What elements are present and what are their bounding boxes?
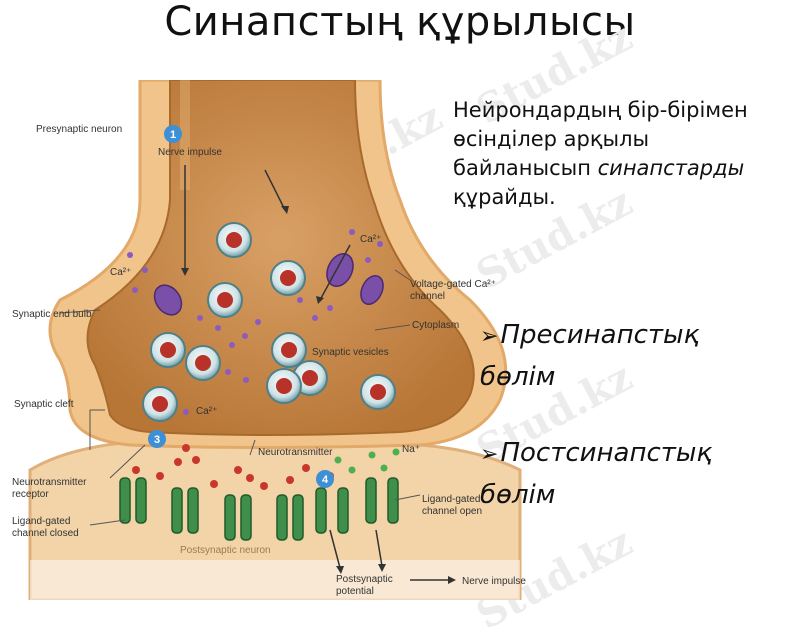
bullet-line: бөлім [480, 480, 556, 510]
synapse-diagram: 1 3 4 Presynaptic neuron Nerve impulse C… [0, 78, 560, 602]
description-line: өсінділер арқылы [453, 127, 650, 151]
description-italic: синапстарды [597, 156, 745, 180]
description-text: Нейрондардың бір-бірімен өсінділер арқыл… [453, 96, 800, 212]
neurotransmitters [132, 444, 334, 490]
label-neurotransmitter: Neurotransmitter [258, 447, 333, 458]
step-3: 3 [154, 434, 160, 446]
label-voltage-gated-2: channel [410, 291, 445, 302]
label-synaptic-vesicles: Synaptic vesicles [312, 347, 389, 358]
vesicle-contents [152, 232, 386, 412]
label-ligand-closed-2: channel closed [12, 528, 79, 539]
label-na: Na⁺ [402, 444, 420, 455]
sodium-ions [334, 448, 400, 474]
label-voltage-gated-1: Voltage-gated Ca²⁺ [410, 279, 496, 290]
bullet-label: Постсинапстық [500, 438, 713, 468]
neurotransmitter-receptors [119, 477, 399, 541]
label-ca-left: Ca²⁺ [110, 267, 131, 278]
bullet-label: Пресинапстық [500, 320, 700, 350]
bullet-line: ➢Постсинапстық [480, 433, 800, 475]
arrow-bullet-icon: ➢ [480, 324, 499, 349]
label-synaptic-end-bulb: Synaptic end bulb [12, 309, 92, 320]
label-presynaptic-neuron: Presynaptic neuron [36, 124, 122, 135]
step-1: 1 [170, 129, 176, 141]
calcium-ions [127, 229, 383, 415]
bullet-presynaptic: ➢Пресинапстық бөлім [480, 315, 800, 397]
label-ca-bottom: Ca²⁺ [196, 406, 217, 417]
step-badges [148, 125, 334, 488]
bullet-postsynaptic: ➢Постсинапстық бөлім [480, 433, 800, 515]
page-title: Синапстың құрылысы [164, 0, 636, 45]
label-synaptic-cleft: Synaptic cleft [14, 399, 74, 410]
label-ligand-open-2: channel open [422, 506, 482, 517]
label-nerve-impulse-bottom: Nerve impulse [462, 576, 526, 587]
label-ligand-closed-1: Ligand-gated [12, 516, 70, 527]
label-cytoplasm: Cytoplasm [412, 320, 459, 331]
description-line: Нейрондардың бір-бірімен [453, 98, 748, 122]
label-nerve-impulse: Nerve impulse [158, 147, 222, 158]
label-ligand-open-1: Ligand-gated [422, 494, 480, 505]
label-postsynaptic-potential-2: potential [336, 586, 374, 597]
description-line: байланысып синапстарды [453, 154, 800, 183]
voltage-gated-channel [153, 253, 384, 316]
description-line3: байланысып [453, 156, 591, 180]
label-postsynaptic-neuron: Postsynaptic neuron [180, 545, 271, 556]
bullet-line: бөлім [480, 362, 556, 392]
label-ca-top: Ca²⁺ [360, 234, 381, 245]
bullet-line: ➢Пресинапстық [480, 315, 800, 357]
label-nt-receptor-2: receptor [12, 489, 49, 500]
label-postsynaptic-potential-1: Postsynaptic [336, 574, 393, 585]
description-line: құрайды. [453, 185, 556, 209]
step-4: 4 [322, 474, 329, 486]
arrow-bullet-icon: ➢ [480, 442, 499, 467]
label-nt-receptor-1: Neurotransmitter [12, 477, 87, 488]
